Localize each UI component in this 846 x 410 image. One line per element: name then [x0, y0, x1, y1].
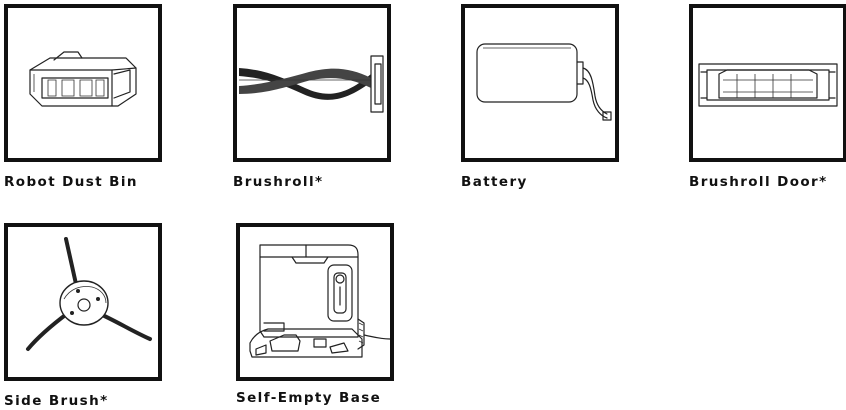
part-label: Robot Dust Bin: [4, 174, 138, 190]
self-empty-base-icon: [249, 244, 390, 358]
part-label: Self-Empty Base: [236, 390, 382, 406]
part-label: Battery: [461, 174, 528, 190]
brushroll-icon: [237, 55, 384, 113]
dust-bin-icon: [29, 51, 137, 107]
brushroll-door-icon: [698, 63, 838, 107]
part-image-frame: [4, 4, 162, 162]
part-image-frame: [461, 4, 619, 162]
battery-icon: [476, 43, 612, 121]
part-label: Brushroll*: [233, 174, 324, 190]
side-brush-icon: [26, 237, 152, 351]
part-image-frame: [4, 223, 162, 381]
part-image-frame: [233, 4, 391, 162]
part-image-frame: [689, 4, 846, 162]
part-image-frame: [236, 223, 394, 381]
part-label: Side Brush*: [4, 393, 109, 409]
part-label: Brushroll Door*: [689, 174, 828, 190]
